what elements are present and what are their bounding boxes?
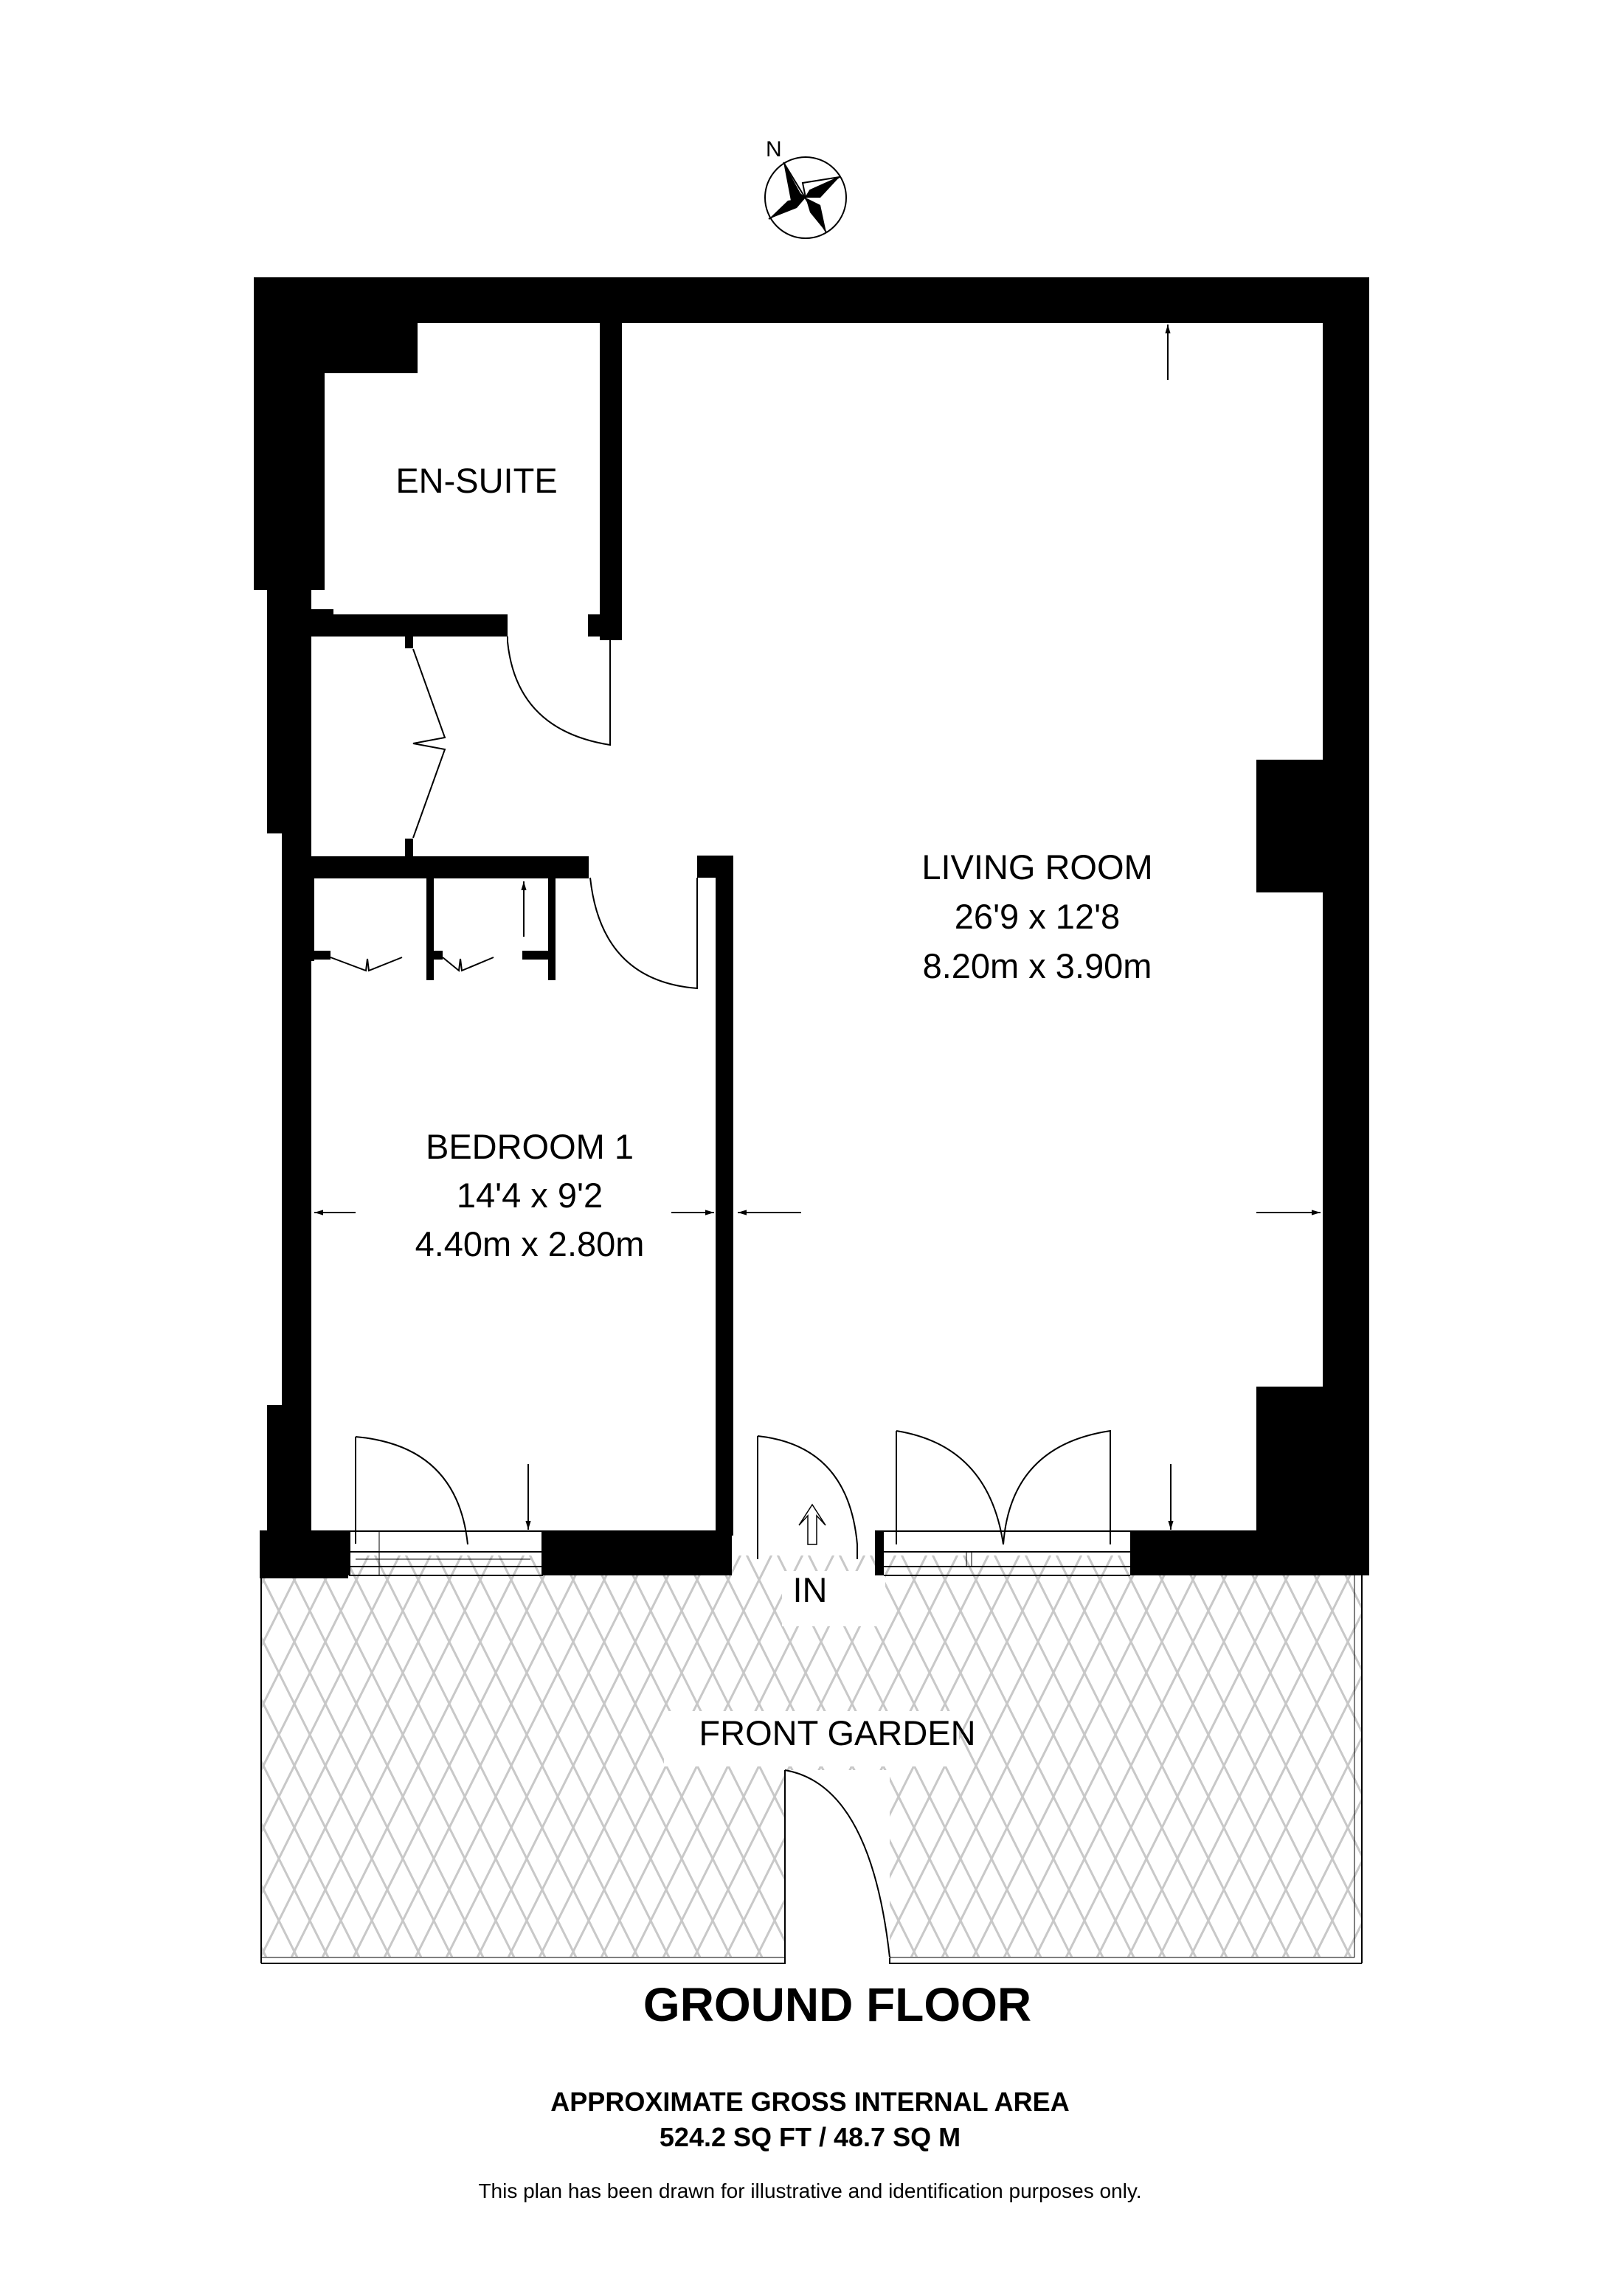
disclaimer: This plan has been drawn for illustrativ… (478, 2179, 1141, 2202)
compass-north-label: N (766, 137, 782, 162)
entrance-label: IN (793, 1570, 828, 1609)
bedroom-1-label: BEDROOM 1 (426, 1127, 634, 1166)
en-suite-label: EN-SUITE (395, 461, 557, 500)
entrance-door (757, 1435, 858, 1559)
bedroom-1-metric: 4.40m x 2.80m (415, 1224, 645, 1263)
bedroom-garden-door (355, 1436, 468, 1545)
front-garden-label: FRONT GARDEN (699, 1713, 975, 1752)
doors (330, 637, 1111, 1559)
french-doors (896, 1429, 1111, 1545)
walls (254, 277, 1369, 1578)
en-suite-door (507, 637, 611, 746)
living-room-imperial: 26'9 x 12'8 (955, 897, 1120, 936)
bedroom-door (589, 877, 698, 990)
floor-title: GROUND FLOOR (643, 1978, 1031, 2031)
area-heading: APPROXIMATE GROSS INTERNAL AREA (550, 2087, 1069, 2117)
front-garden-area (260, 1555, 1363, 1964)
living-room-label: LIVING ROOM (921, 847, 1152, 887)
hall-cupboard-doors (412, 648, 446, 839)
dimension-arrows (314, 325, 1321, 1530)
wardrobe-door-2 (442, 957, 494, 972)
window-frames (349, 1530, 1130, 1576)
wardrobe-door-1 (330, 957, 403, 972)
living-room-metric: 8.20m x 3.90m (923, 946, 1152, 985)
compass-rose-icon: N (764, 137, 847, 239)
bedroom-1-imperial: 14'4 x 9'2 (457, 1176, 603, 1215)
area-value: 524.2 SQ FT / 48.7 SQ M (660, 2122, 961, 2152)
entrance-arrow-icon (798, 1503, 826, 1545)
